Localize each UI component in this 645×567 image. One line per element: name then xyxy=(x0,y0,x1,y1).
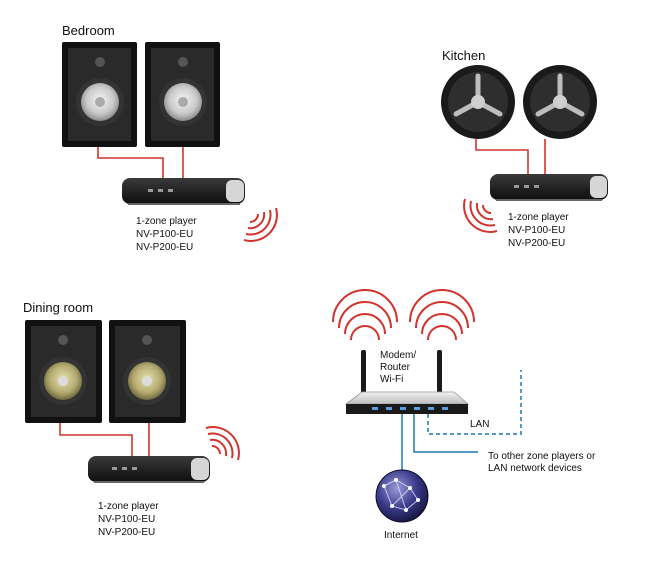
ceiling-speaker-left xyxy=(441,65,515,139)
svg-text:NV-P100-EU: NV-P100-EU xyxy=(508,225,565,236)
tweeter-icon xyxy=(95,57,105,67)
wireless-signal-icon xyxy=(332,289,398,341)
lan-wire xyxy=(413,414,478,453)
speaker-cables xyxy=(59,423,150,456)
speaker-cables xyxy=(97,147,184,178)
svg-text:NV-P100-EU: NV-P100-EU xyxy=(136,229,193,240)
player-label: 1-zone player NV-P100-EU NV-P200-EU xyxy=(508,212,569,249)
zone-dining-room: Dining room xyxy=(23,300,240,538)
status-leds-icon xyxy=(372,407,448,410)
lan-dashed-link xyxy=(427,370,522,435)
svg-text:Router: Router xyxy=(380,362,411,373)
lan-label: LAN xyxy=(470,419,489,430)
speaker-cables xyxy=(475,139,546,174)
svg-text:NV-P100-EU: NV-P100-EU xyxy=(98,514,155,525)
player-label: 1-zone player NV-P100-EU NV-P200-EU xyxy=(136,216,197,253)
zone-kitchen: Kitchen xyxy=(441,48,608,249)
svg-text:1-zone player: 1-zone player xyxy=(508,212,569,223)
lan-connections xyxy=(401,370,522,470)
wireless-signal-icon xyxy=(463,198,498,233)
svg-text:LAN network devices: LAN network devices xyxy=(488,463,582,474)
zone-title: Bedroom xyxy=(62,23,115,38)
wall-speaker-right xyxy=(109,320,186,423)
router-label: Modem/ Router Wi-Fi xyxy=(380,350,416,385)
wall-speaker-right xyxy=(145,42,220,147)
internet-globe-icon xyxy=(375,469,429,523)
router-device xyxy=(344,391,470,414)
svg-text:Modem/: Modem/ xyxy=(380,350,416,361)
wireless-signal-icon xyxy=(409,289,475,341)
svg-text:1-zone player: 1-zone player xyxy=(98,501,159,512)
svg-text:Wi-Fi: Wi-Fi xyxy=(380,374,403,385)
wireless-signal-icon xyxy=(243,207,278,242)
player-label: 1-zone player NV-P100-EU NV-P200-EU xyxy=(98,501,159,538)
tweeter-icon xyxy=(178,57,188,67)
zone-title: Dining room xyxy=(23,300,93,315)
router-antennas xyxy=(361,350,442,396)
lan-note: To other zone players or LAN network dev… xyxy=(488,451,596,474)
zone-bedroom: Bedroom xyxy=(62,23,278,253)
svg-text:NV-P200-EU: NV-P200-EU xyxy=(508,238,565,249)
tweeter-icon xyxy=(142,335,152,345)
ceiling-speaker-right xyxy=(523,65,597,139)
internet-label: Internet xyxy=(384,530,418,541)
zone-player-device xyxy=(122,178,245,205)
svg-text:1-zone player: 1-zone player xyxy=(136,216,197,227)
svg-text:NV-P200-EU: NV-P200-EU xyxy=(136,242,193,253)
wall-speaker-left xyxy=(62,42,137,147)
wireless-signal-icon xyxy=(205,426,240,461)
tweeter-icon xyxy=(58,335,68,345)
svg-text:To other zone players or: To other zone players or xyxy=(488,451,596,462)
zone-player-device xyxy=(88,456,210,483)
router-section: Modem/ Router Wi-Fi LAN To other zone pl… xyxy=(332,289,596,541)
zone-title: Kitchen xyxy=(442,48,485,63)
svg-text:NV-P200-EU: NV-P200-EU xyxy=(98,527,155,538)
wall-speaker-left xyxy=(25,320,102,423)
zone-player-device xyxy=(490,174,608,201)
